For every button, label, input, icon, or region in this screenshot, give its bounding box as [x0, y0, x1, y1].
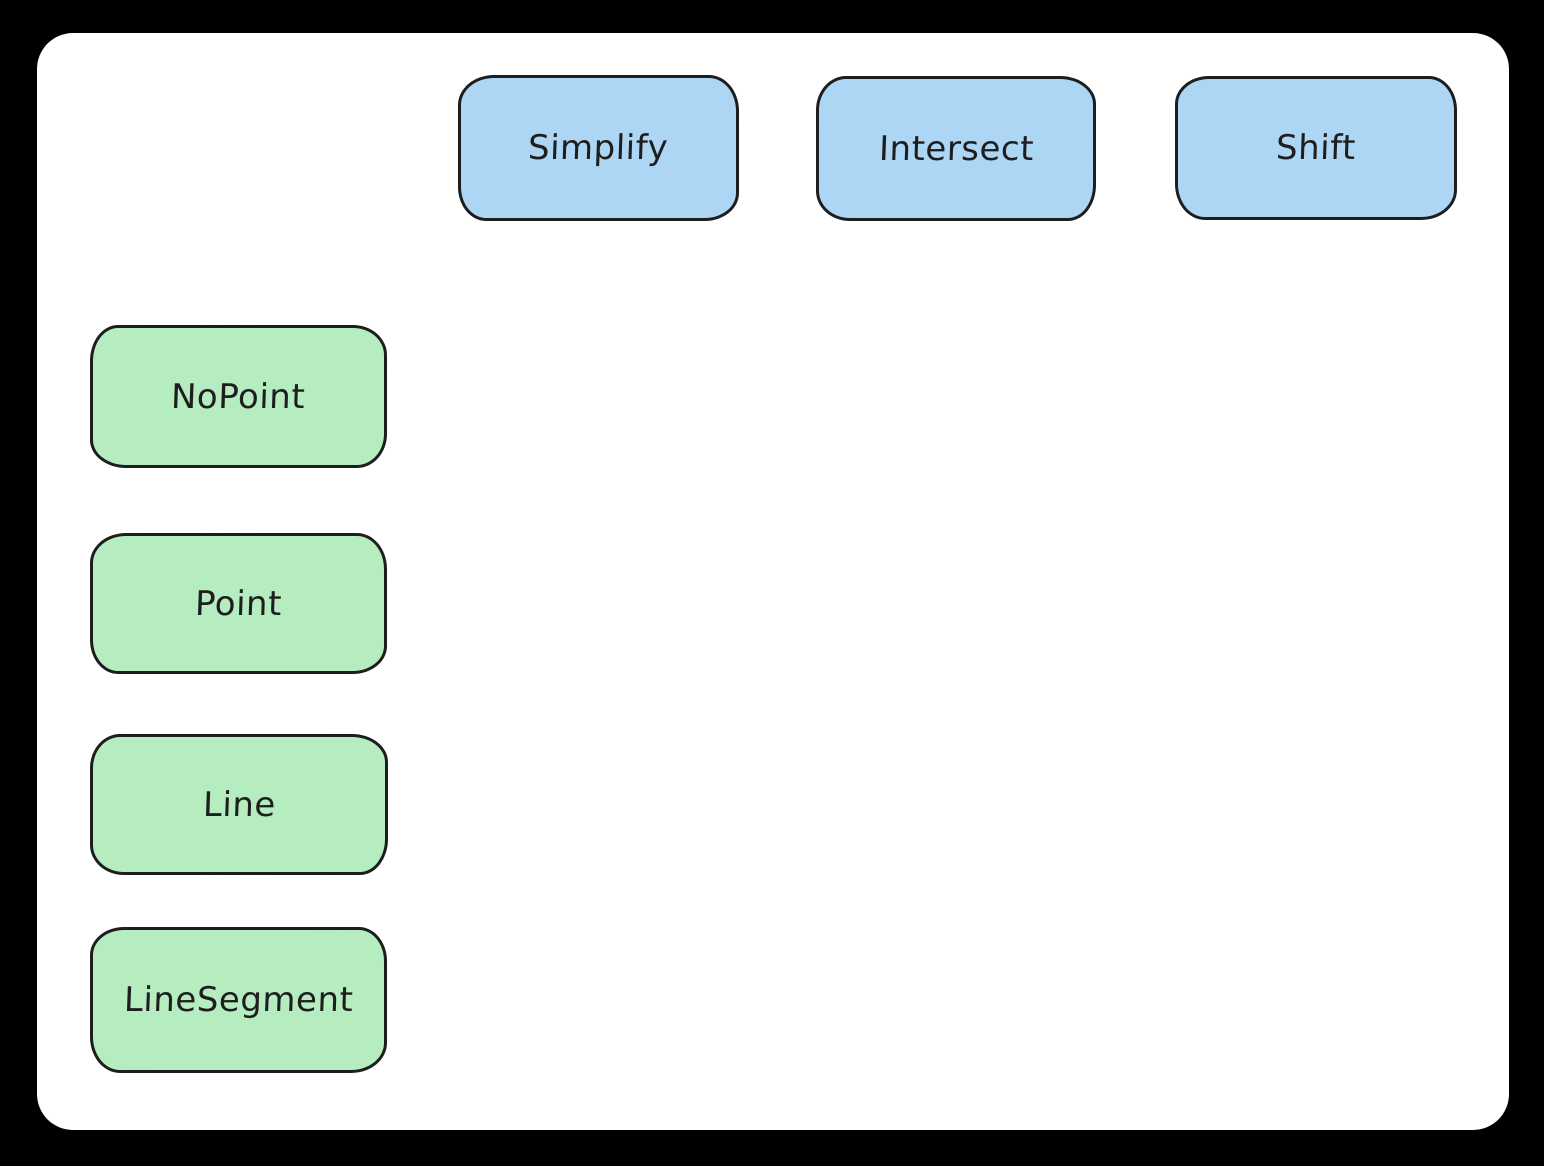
node-label: LineSegment [123, 980, 354, 1020]
drawing-canvas[interactable]: Simplify Intersect Shift NoPoint Point L… [37, 33, 1509, 1130]
node-label: NoPoint [170, 376, 307, 417]
node-linesegment[interactable]: LineSegment [90, 927, 387, 1073]
node-label: Shift [1275, 128, 1357, 168]
node-shift[interactable]: Shift [1175, 76, 1457, 220]
node-label: Point [194, 583, 283, 624]
node-label: Intersect [877, 128, 1035, 169]
node-nopoint[interactable]: NoPoint [90, 325, 387, 468]
node-line[interactable]: Line [90, 734, 388, 875]
node-simplify[interactable]: Simplify [458, 75, 739, 221]
node-label: Line [201, 784, 277, 825]
node-label: Simplify [527, 128, 670, 168]
node-intersect[interactable]: Intersect [816, 76, 1096, 221]
node-point[interactable]: Point [90, 533, 387, 674]
